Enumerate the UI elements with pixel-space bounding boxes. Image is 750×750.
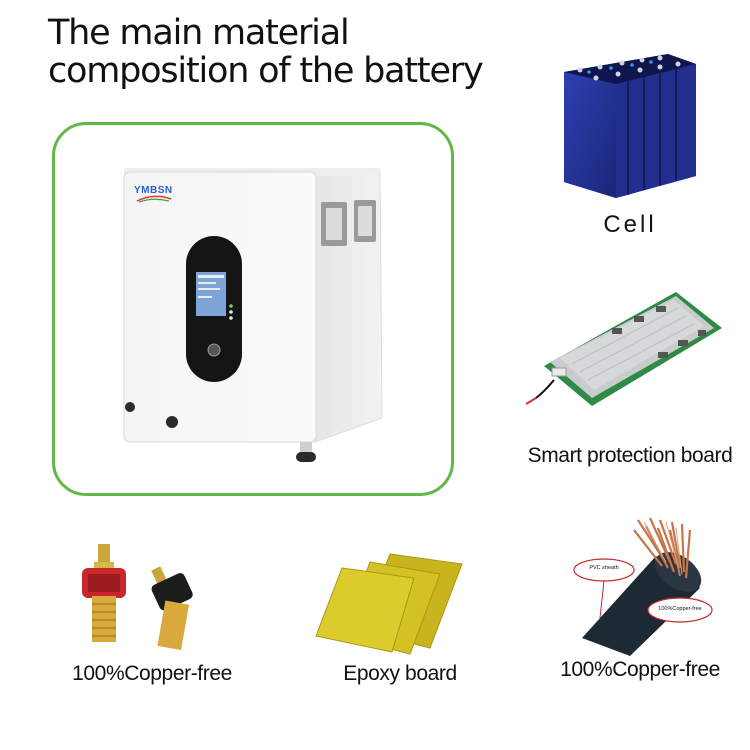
epoxy-caption: Epoxy board [343, 662, 457, 685]
wheel-icon [166, 416, 178, 428]
title-line-1: The main material [48, 13, 350, 53]
terminal-caption: 100%Copper-free [72, 662, 232, 685]
handle-left [321, 202, 347, 246]
power-button-icon [207, 343, 221, 357]
handle-right [354, 200, 376, 242]
page-title: The main material composition of the bat… [48, 14, 508, 90]
protection-board-image [526, 292, 722, 406]
wire-callout-core: 100%Copper-free [658, 606, 702, 612]
brand-logo: YMBSN [134, 185, 173, 196]
wire-callout-sheath: PVC sheath [589, 565, 619, 571]
copper-wire-image [573, 517, 713, 656]
cell-caption: Cell [603, 211, 657, 238]
terminal-image [82, 544, 193, 651]
protection-board-caption: Smart protection board [527, 444, 733, 467]
lcd-screen-icon [196, 272, 226, 316]
wheel-icon [296, 452, 316, 462]
epoxy-board-image [315, 553, 463, 655]
cell-image [564, 54, 696, 198]
logo-swoosh-icon [136, 195, 172, 203]
title-line-2: composition of the battery [48, 51, 484, 91]
wheel-icon [125, 402, 135, 412]
wire-caption: 100%Copper-free [560, 658, 720, 681]
battery-cabinet-image [123, 168, 383, 462]
